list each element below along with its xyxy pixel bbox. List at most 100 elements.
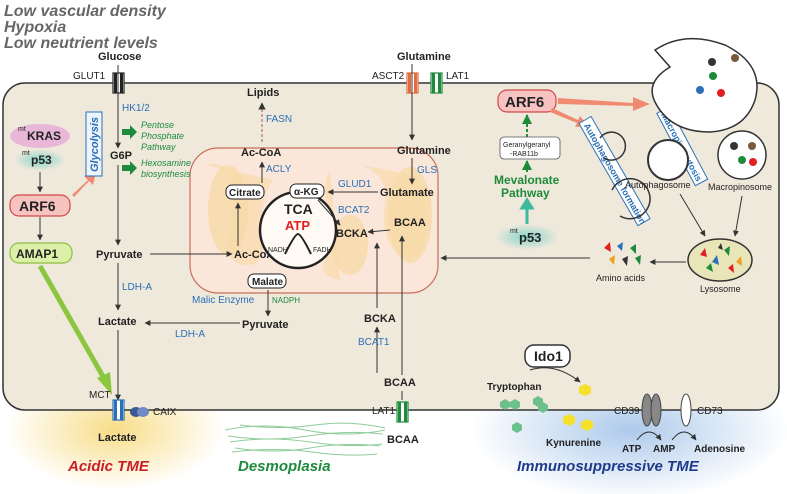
lipids-label: Lipids (247, 87, 279, 99)
phagophore-2 (611, 177, 651, 220)
amino-acids-label: Amino acids (596, 273, 646, 283)
mito-fold-3 (332, 215, 368, 275)
desmoplasia-label: Desmoplasia (238, 458, 331, 475)
atp-out-label: ATP (622, 444, 642, 455)
arf6-macro-arrow (558, 97, 650, 111)
tryptophan-hexagons (500, 396, 548, 433)
fadh-label: FADH (313, 247, 332, 254)
adenosine-label: Adenosine (694, 444, 746, 455)
ldha2-label: LDH-A (175, 329, 205, 340)
mevalonate-line2: Pathway (501, 186, 550, 200)
lat1-bottom-channel (396, 401, 409, 423)
arf6-glycolysis-arrow (72, 172, 96, 197)
lysosome-contents (700, 243, 742, 273)
cup-dot-3 (709, 72, 717, 80)
kynurenine-label: Kynurenine (546, 438, 601, 449)
acly-label: ACLY (266, 164, 292, 175)
lat1-bottom-bar-left (398, 402, 401, 422)
ppp-line3: Pathway (141, 142, 176, 152)
autophagosome-shape (647, 139, 689, 181)
mito-bcka-label: BCKA (336, 228, 368, 240)
asct2-bar-left (408, 73, 411, 93)
lat1-top-channel (430, 72, 443, 94)
mtp53-left-bg (14, 149, 66, 171)
immuno-tme-label: Immunosuppressive TME (517, 458, 700, 475)
desmoplasia-fibres (224, 422, 386, 456)
glycolysis-label: Glycolysis (89, 117, 101, 172)
caix-label: CAIX (153, 407, 177, 418)
cd39-label: CD39 (614, 406, 640, 417)
mct-channel (112, 399, 125, 421)
cyto-bcaa-label: BCAA (384, 377, 416, 389)
caix-shape-2 (137, 407, 149, 417)
mct-label: MCT (89, 390, 111, 401)
ldha1-label: LDH-A (122, 282, 152, 293)
hexosamine-line1: Hexosamine (141, 158, 191, 168)
lat1-top-bar-right (438, 73, 441, 93)
arrow-auto-lyso (679, 193, 706, 237)
glut1-bar-left (114, 73, 117, 93)
arf6-right-box (497, 89, 557, 113)
lat1-bottom-label: LAT1 (372, 406, 396, 417)
ido1-box (524, 344, 571, 368)
fasn-label: FASN (266, 114, 292, 125)
mtp53-right-bg (495, 224, 559, 250)
amp-label: AMP (653, 444, 676, 455)
nadh-label: NADH (268, 247, 288, 254)
malate-box (247, 273, 287, 289)
arf6-right-label: ARF6 (505, 94, 544, 111)
mtp53-right-label: p53 (519, 230, 541, 245)
cd73-shape (680, 393, 692, 427)
header-line2: Hypoxia (4, 19, 66, 36)
glucose-label: Glucose (98, 51, 141, 63)
geranyl-box (499, 136, 561, 160)
mct-bar-left (114, 400, 117, 420)
arrow-atp-amp (636, 431, 662, 441)
header-line3: Low neutrient levels (4, 35, 158, 52)
akg-label: α-KG (294, 187, 319, 198)
mito-acoa-label: Ac-CoA (234, 249, 274, 261)
amino-acid-triangles (604, 242, 641, 266)
mtp53-right-sup: mt (510, 228, 518, 235)
mp-dot-3 (738, 156, 746, 164)
mp-dot-4 (749, 158, 757, 166)
gls-label: GLS (417, 165, 437, 176)
phagophore-1 (599, 131, 627, 161)
citrate-box (225, 184, 265, 200)
asct2-bar-right (414, 73, 417, 93)
lat1-top-bar-left (432, 73, 435, 93)
lactate-label: Lactate (98, 316, 137, 328)
hexosamine-line2: biosynthesis (141, 169, 191, 179)
cyto-bcka-label: BCKA (364, 313, 396, 325)
glutamine-in-label: Glutamine (397, 51, 451, 63)
cd39-shape-2 (650, 393, 662, 427)
macropinosome-shape (717, 130, 767, 180)
lactate-out-label: Lactate (98, 432, 137, 444)
akg-box (289, 183, 325, 199)
bcaa-out-label: BCAA (387, 434, 419, 446)
cup-dot-4 (696, 86, 704, 94)
mevalonate-line1: Mevalonate (494, 173, 560, 187)
acoa-cyto-label: Ac-CoA (241, 147, 281, 159)
ppp-line2: Phosphate (141, 131, 184, 141)
ppp-line1: Pentose (141, 120, 174, 130)
amap1-box (9, 242, 73, 264)
hk-label: HK1/2 (122, 103, 150, 114)
kynurenine-hexagons (563, 384, 593, 431)
tca-label: TCA (284, 201, 313, 217)
arrow-macro-lyso (732, 195, 743, 237)
arf6-autophago-arrow (550, 108, 588, 127)
ido1-label: Ido1 (534, 348, 563, 364)
autophagosome-label: Autophagosome (625, 180, 691, 190)
acidic-tme-label: Acidic TME (67, 458, 150, 475)
mtkras-bg (10, 124, 70, 148)
mtp53-left-sup: mt (22, 150, 30, 157)
p53-mevalonate-arrow (519, 197, 535, 224)
lat1-bottom-bar-right (404, 402, 407, 422)
macropinosome-label: Macropinosome (708, 182, 772, 192)
hexosamine-arrow (122, 161, 137, 175)
asct2-label: ASCT2 (372, 71, 405, 82)
bcat1-label: BCAT1 (358, 337, 390, 348)
glycolysis-box (85, 111, 103, 177)
glut1-bar-right (120, 73, 123, 93)
